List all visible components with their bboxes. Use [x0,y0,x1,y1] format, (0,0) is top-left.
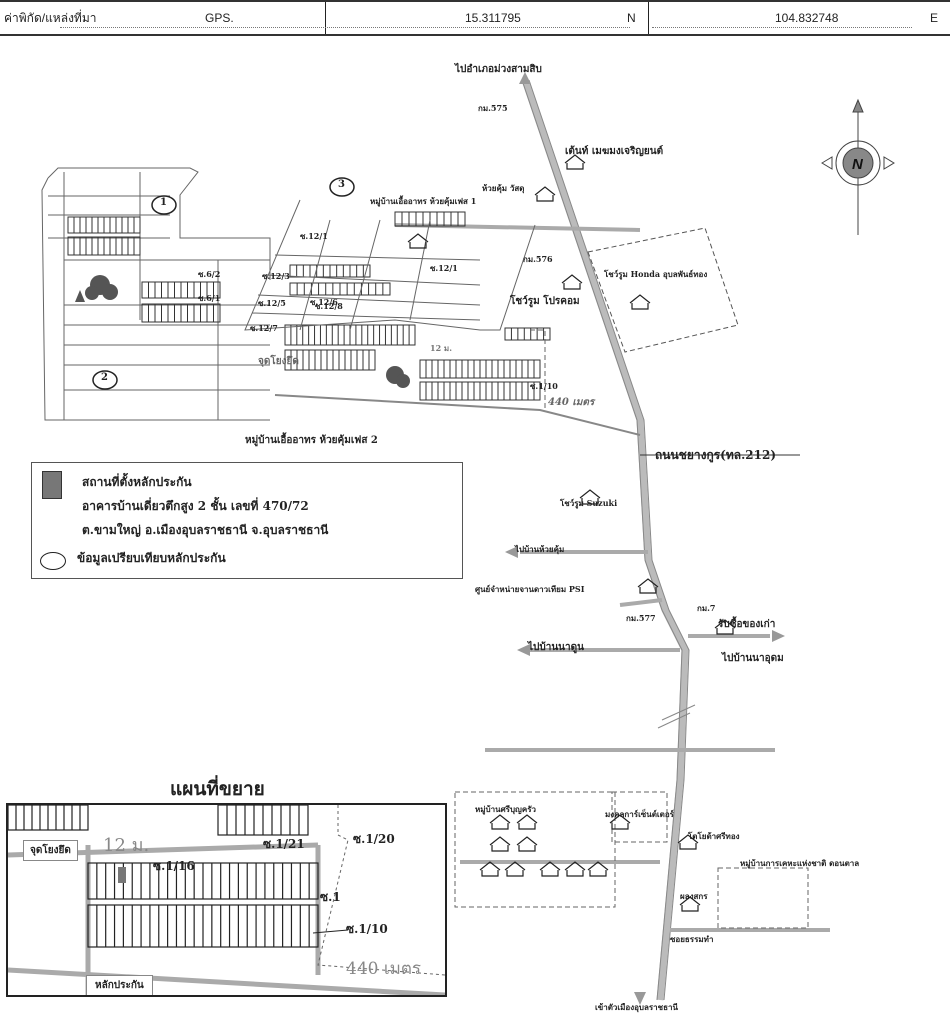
longitude-direction: E [930,11,939,25]
coord-source-label: ค่าพิกัด/แหล่งที่มา [4,11,97,25]
house-icon [561,274,583,290]
inset-title: แผนที่ขยาย [170,778,265,800]
latitude-direction: N [627,11,636,25]
soi-label: ซ.12/5 [258,298,286,308]
house-rows [67,211,551,401]
comparison-circle-icon [40,552,66,570]
house-icon [539,861,561,877]
house-icon [534,186,556,202]
label-tesaban: หมู่บ้านการเคหะแห่งชาติ ดอนตาล [740,858,860,868]
longitude-value: 104.832748 [775,11,839,25]
marker-1[interactable]: 1 [160,197,167,208]
label-psi: ศูนย์จำหน่ายจานดาวเทียม PSI [475,584,585,594]
house-icon [679,896,701,912]
latitude-value: 15.311795 [465,11,521,25]
label-tent: เต้นท์ เมฆมงเจริญยนต์ [565,146,664,157]
inset-junction: จุดโยงยึด [23,840,78,861]
collateral-swatch [42,471,62,499]
compass-north: N [852,156,864,173]
inset-soi-1-16: ซ.1/16 [153,859,195,873]
legend-collateral: สถานที่ตั้งหลักประกัน [82,475,192,489]
map-legend: สถานที่ตั้งหลักประกัน อาคารบ้านเดี่ยวตึก… [31,462,463,579]
legend-address: ต.ขามใหญ่ อ.เมืองอุบลราชธานี จ.อุบลราชธา… [82,523,329,537]
house-icon [609,814,631,830]
label-toyota: โตโยต้าศรีทอง [688,831,740,841]
side-roads [394,223,830,932]
road-width: 12 ม. [430,343,452,353]
label-honda: โชว์รูม Honda อุบลพันธ์ทอง [604,269,708,279]
main-road-label: ถนนชยางกูร(ทล.212) [655,448,777,462]
soi-label: ซ.6/1 [198,293,221,303]
housing-estate-3 [244,199,536,331]
marker-2[interactable]: 2 [101,372,108,383]
inset-collateral-label: หลักประกัน [86,975,153,995]
distance-label: 440 เมตร [548,397,595,408]
label-junction: จุดโยงยึด [258,356,299,367]
legend-comparison: ข้อมูลเปรียบเทียบหลักประกัน [77,551,226,565]
house-icon [489,814,511,830]
house-icon [637,578,659,594]
soi-label: ซ.6/2 [198,269,221,279]
house-icon [516,836,538,852]
house-row [504,327,551,341]
coordinates-header: ค่าพิกัด/แหล่งที่มา GPS. 15.311795 N 104… [0,0,950,36]
house-icon [579,489,601,505]
soi-label: ซ.12/1 [300,231,328,241]
inset-soi-1-20: ซ.1/20 [353,832,395,846]
km-576: กม.576 [523,254,553,264]
label-soi: ซอยธรรมทำ [670,934,714,944]
inset-soi-1-21: ซ.1/21 [263,837,305,851]
label-buy: รับซื้อของเก่า [718,619,776,630]
east-destination: ไปบ้านนาอุดม [722,653,784,664]
house-icon [479,861,501,877]
house-icon [564,154,586,170]
house-icon [516,814,538,830]
house-icon [587,861,609,877]
legend-building: อาคารบ้านเดี่ยวตึกสูง 2 ชั้น เลขที่ 470/… [82,499,309,513]
inset-canvas [8,805,445,995]
building-icons [407,154,736,912]
north-destination: ไปอำเภอม่วงสามสิบ [455,64,542,75]
main-road [521,78,689,1001]
west-destination-2: ไปบ้านนาดูน [528,642,584,653]
comparison-markers [92,177,355,390]
marker-3[interactable]: 3 [338,179,345,190]
compass-rose-icon [821,98,895,235]
house-icon [504,861,526,877]
label-sriboon: หมู่บ้านศรีบุญครัว [475,804,536,814]
house-icon [714,619,736,635]
house-icon [629,294,651,310]
collateral-marker [118,867,126,883]
label-village1: หมู่บ้านเอื้ออาทร ห้วยคุ้มเฟส 1 [370,196,477,206]
label-village2: หมู่บ้านเอื้ออาทร ห้วยคุ้มเฟส 2 [245,435,378,446]
house-icon [677,834,699,850]
housing-estate-1 [41,167,271,421]
south-destination: เข้าตัวเมืองอุบลราชธานี [595,1002,678,1012]
inset-road-width: 12 ม. [103,835,150,856]
inset-distance: 440 เมตร [346,959,422,979]
soi-label: ซ.1/10 [530,381,558,391]
soi-label: ซ.12/8 [315,301,343,311]
gps-source: GPS. [205,11,234,25]
soi-label: ซ.12/3 [262,271,290,281]
house-row [284,349,376,371]
label-suzuki: โชว์รูม Suzuki [560,498,618,508]
km-577: กม.577 [626,613,656,623]
soi-label: ซ.12/1 [430,263,458,273]
soi-label: ซ.12/7 [250,323,278,333]
label-procom: โชว์รูม โปรคอม [510,296,580,307]
house-icon [489,836,511,852]
label-pongsakorn: ผลงสกร [680,891,708,901]
inset-soi-1: ซ.1 [320,890,341,904]
soi-label: ซ.12/6 [310,297,338,307]
label-mongkol: มงคลการ์เซ็นต์เตอร์ [605,809,674,819]
km-575: กม.575 [478,103,508,113]
label-km7: กม.7 [697,603,716,613]
house-icon [407,233,429,249]
west-destination-1: ไปบ้านห้วยคุ้ม [515,544,565,554]
house-icon [564,861,586,877]
label-huaykhum: ห้วยคุ้ม วัสดุ [482,183,525,193]
inset-map: จุดโยงยึด 12 ม. ซ.1/21 ซ.1/20 ซ.1/16 ซ.1… [6,803,447,997]
inset-soi-1-10: ซ.1/10 [346,922,388,936]
